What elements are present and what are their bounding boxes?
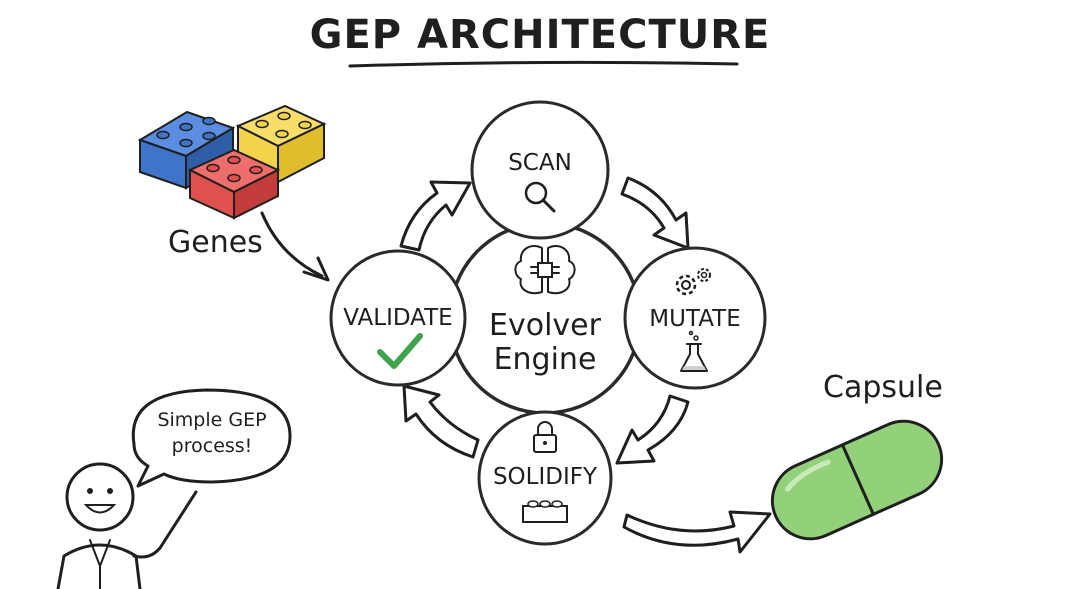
checkmark-icon [377,333,423,369]
evolver-engine: Evolver Engine [448,221,642,415]
engine-label-line2: Engine [494,342,597,377]
diagram-title: GEP ARCHITECTURE [310,12,771,68]
presenter-pointer [158,490,198,550]
gears-icon [675,268,711,296]
node-solidify: SOLIDIFY [477,410,613,546]
magnifier-icon [524,181,556,213]
arrow-validate-to-scan [399,180,472,252]
speech-line2: process! [172,435,253,457]
genes-arrow-head [302,256,330,282]
presenter-figure [56,462,198,589]
lock-icon [533,421,557,453]
genes-label: Genes [168,225,263,260]
scan-label: SCAN [508,150,572,176]
genes-bricks [137,104,327,220]
brick-icon [522,500,568,523]
speech-bubble: Simple GEP process! [131,388,292,488]
node-scan: SCAN [470,100,610,240]
speech-line1: Simple GEP [157,409,266,431]
lego-brick-red-icon [187,148,281,220]
arrow-scan-to-mutate [620,176,690,250]
pill-capsule-icon [770,419,944,541]
validate-circle [329,249,467,387]
title-text: GEP ARCHITECTURE [310,12,771,58]
title-underline [348,60,739,68]
solidify-to-capsule-arrow [622,510,772,554]
genes-to-validate-arrow [260,211,324,278]
node-validate: VALIDATE [329,249,467,387]
presenter-arm [132,546,162,559]
arrow-solidify-to-validate [402,384,480,459]
mutate-label: MUTATE [649,306,740,332]
engine-label-line1: Evolver [489,308,602,343]
flask-icon [680,330,708,372]
solidify-circle [477,410,613,546]
mutate-circle [623,246,767,390]
solidify-label: SOLIDIFY [493,464,598,490]
presenter-head [65,462,135,532]
validate-label: VALIDATE [343,305,452,331]
cycle-arrows [399,176,690,465]
capsule-label: Capsule [823,370,943,405]
scan-circle [470,100,610,240]
brain-chip-icon [514,244,576,295]
arrow-mutate-to-solidify [615,394,690,465]
node-mutate: MUTATE [623,246,767,390]
